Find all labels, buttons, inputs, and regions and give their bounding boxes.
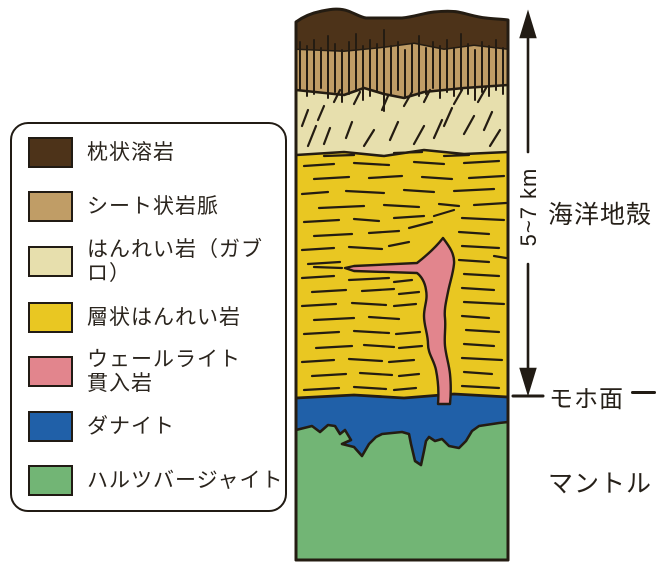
legend-label: シート状岩脈: [87, 194, 219, 218]
legend-item-dunite: ダナイト: [28, 410, 175, 443]
legend-item-harzburgite: ハルツバージャイト: [28, 464, 284, 497]
arrow-head-down: [519, 367, 537, 397]
moho-label: モホ面: [549, 386, 624, 413]
legend-item-pillow-lava: 枕状溶岩: [28, 136, 175, 169]
layering-dashes: [300, 150, 508, 392]
layer-harzburgite: [294, 420, 510, 562]
pillow-lava-swatch: [28, 137, 73, 168]
legend-item-layered-gabbro: 層状はんれい岩: [28, 301, 241, 334]
strat-column: [294, 7, 510, 562]
depth-range-label: 5~7 km: [516, 167, 541, 247]
column-border: [294, 20, 510, 562]
legend-label: 枕状溶岩: [87, 140, 175, 164]
legend-item-sheeted-dikes: シート状岩脈: [28, 190, 219, 223]
gabbro-swatch: [28, 246, 73, 277]
legend-box: 枕状溶岩 シート状岩脈 はんれい岩（ガブロ） 層状はんれい岩 ウェールライト 貫…: [10, 122, 287, 512]
boundary-dikes-gabbro: [294, 83, 510, 100]
mantle-label: マントル: [548, 470, 653, 498]
legend-label: ハルツバージャイト: [87, 468, 284, 492]
depth-arrow: [511, 9, 545, 398]
legend-item-wehrlite: ウェールライト 貫入岩: [28, 348, 241, 395]
legend-label: ダナイト: [87, 414, 175, 438]
boundary-moho: [294, 392, 510, 400]
harzburgite-swatch: [28, 465, 73, 496]
dike-lines: [299, 29, 504, 112]
legend-label: はんれい岩（ガブロ）: [87, 237, 263, 285]
arrow-head-up: [519, 9, 537, 39]
wehrlite-swatch: [28, 356, 73, 387]
wehrlite-intrusion: [343, 236, 456, 406]
moho-leader-line: [631, 391, 656, 394]
gabbro-hatch: [300, 86, 502, 148]
legend-item-gabbro: はんれい岩（ガブロ）: [28, 238, 285, 285]
layered-gabbro-swatch: [28, 302, 73, 333]
legend-label: 層状はんれい岩: [87, 305, 241, 329]
layer-layered-gabbro: [296, 150, 508, 398]
legend-label: ウェールライト 貫入岩: [87, 347, 241, 395]
oceanic-crust-label: 海洋地殻: [548, 201, 653, 229]
dunite-swatch: [28, 411, 73, 442]
sheeted-dikes-swatch: [28, 191, 73, 222]
